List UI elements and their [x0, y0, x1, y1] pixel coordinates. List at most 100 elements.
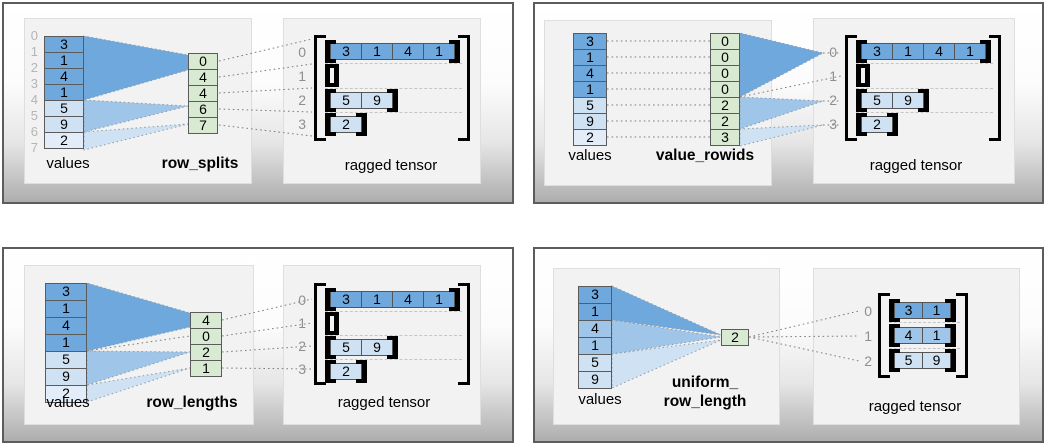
outer-right-bracket-icon [989, 35, 1001, 141]
row-splits-cell: 4 [188, 69, 218, 86]
index-label: 2 [829, 92, 837, 108]
row-left-bracket-icon [325, 40, 336, 64]
row-right-bracket-icon [945, 298, 956, 322]
values-label: values [568, 147, 612, 164]
connector-overlay [607, 32, 842, 147]
value-cell: 9 [45, 368, 87, 386]
tensor-cell: 2 [330, 115, 362, 133]
index-label: 3 [829, 116, 837, 132]
ragged-tensor-label: ragged tensor [868, 398, 962, 415]
value-cell: 4 [573, 65, 607, 82]
value-cell: 5 [45, 351, 87, 369]
tensor-cell: 1 [954, 43, 986, 61]
value-rowids-cell: 0 [710, 81, 740, 98]
index-label: 3 [30, 76, 38, 91]
row-right-bracket-icon [387, 88, 398, 112]
tensor-row: 2 [325, 360, 462, 383]
index-label: 1 [298, 68, 306, 84]
index-label: 0 [864, 302, 872, 319]
row-right-bracket-icon [449, 288, 460, 311]
uniform-row-length-column: 2 [721, 329, 749, 346]
row-splits-cell: 0 [188, 53, 218, 70]
outer-right-bracket-icon [956, 293, 968, 378]
value-cell: 1 [578, 337, 612, 355]
row-left-bracket-icon [889, 298, 900, 322]
outer-left-bracket-icon [314, 35, 326, 141]
ragged-tensor-label: ragged tensor [344, 157, 438, 174]
tensor-cell: 2 [861, 115, 893, 133]
index-label: 2 [298, 92, 306, 108]
row-lengths-cell: 2 [190, 344, 222, 361]
row-left-bracket-icon [856, 88, 867, 112]
row-right-bracket-icon [980, 40, 991, 64]
value-cell: 4 [45, 317, 87, 335]
tensor-cell: 1 [423, 43, 455, 61]
row-left-bracket-icon [889, 323, 900, 347]
tensor-cell: 2 [330, 363, 362, 380]
values-label: values [46, 394, 90, 411]
tensor-cell: 1 [922, 326, 951, 344]
row-right-bracket-icon [859, 64, 870, 88]
row-left-bracket-icon [325, 288, 336, 311]
connector-overlay [611, 285, 860, 389]
tensor-box [813, 268, 1020, 425]
index-label: 2 [298, 337, 306, 354]
value-cell: 3 [44, 36, 84, 53]
value-rowids-cell: 0 [710, 33, 740, 50]
connector-overlay [86, 282, 313, 403]
uniform-row-length-label: uniform_ row_length [645, 373, 765, 411]
outer-left-bracket-icon [845, 35, 857, 141]
tensor-cell: 9 [892, 91, 924, 109]
row-lengths-label: row_lengths [146, 394, 238, 411]
value-cell: 9 [578, 371, 612, 389]
value-cell: 3 [578, 286, 612, 304]
tensor-row [325, 64, 462, 89]
tensor-row [325, 312, 462, 336]
value-cell: 1 [573, 81, 607, 98]
row-left-bracket-icon [325, 112, 336, 136]
tensor-cell: 3 [894, 301, 923, 319]
index-label: 1 [30, 44, 38, 59]
row-lengths-cell: 1 [190, 360, 222, 377]
value-cell: 3 [573, 33, 607, 50]
values-label: values [578, 391, 622, 408]
value-cell: 2 [44, 132, 84, 149]
index-label: 1 [829, 68, 837, 84]
tensor-cell: 1 [922, 301, 951, 319]
value-cell: 2 [45, 385, 87, 403]
value-rowids-cell: 3 [710, 129, 740, 146]
value-cell: 2 [573, 129, 607, 146]
row-right-bracket-icon [328, 312, 339, 335]
tensor-cell: 9 [361, 339, 393, 356]
tensor-cell: 4 [392, 291, 424, 308]
index-label: 4 [30, 92, 38, 107]
row-lengths-cell: 4 [190, 312, 222, 329]
outer-left-bracket-icon [878, 293, 890, 378]
value-cell: 4 [44, 68, 84, 85]
outer-left-bracket-icon [314, 283, 326, 385]
row-left-bracket-icon [325, 88, 336, 112]
tensor-cell: 3 [330, 43, 362, 61]
tensor-cell: 3 [861, 43, 893, 61]
value-cell: 5 [573, 97, 607, 114]
value-cell: 5 [578, 354, 612, 372]
row-left-bracket-icon [856, 112, 867, 136]
row-right-bracket-icon [918, 88, 929, 112]
values-label: values [46, 155, 90, 172]
value-cell: 9 [573, 113, 607, 130]
value-cell: 1 [45, 334, 87, 352]
